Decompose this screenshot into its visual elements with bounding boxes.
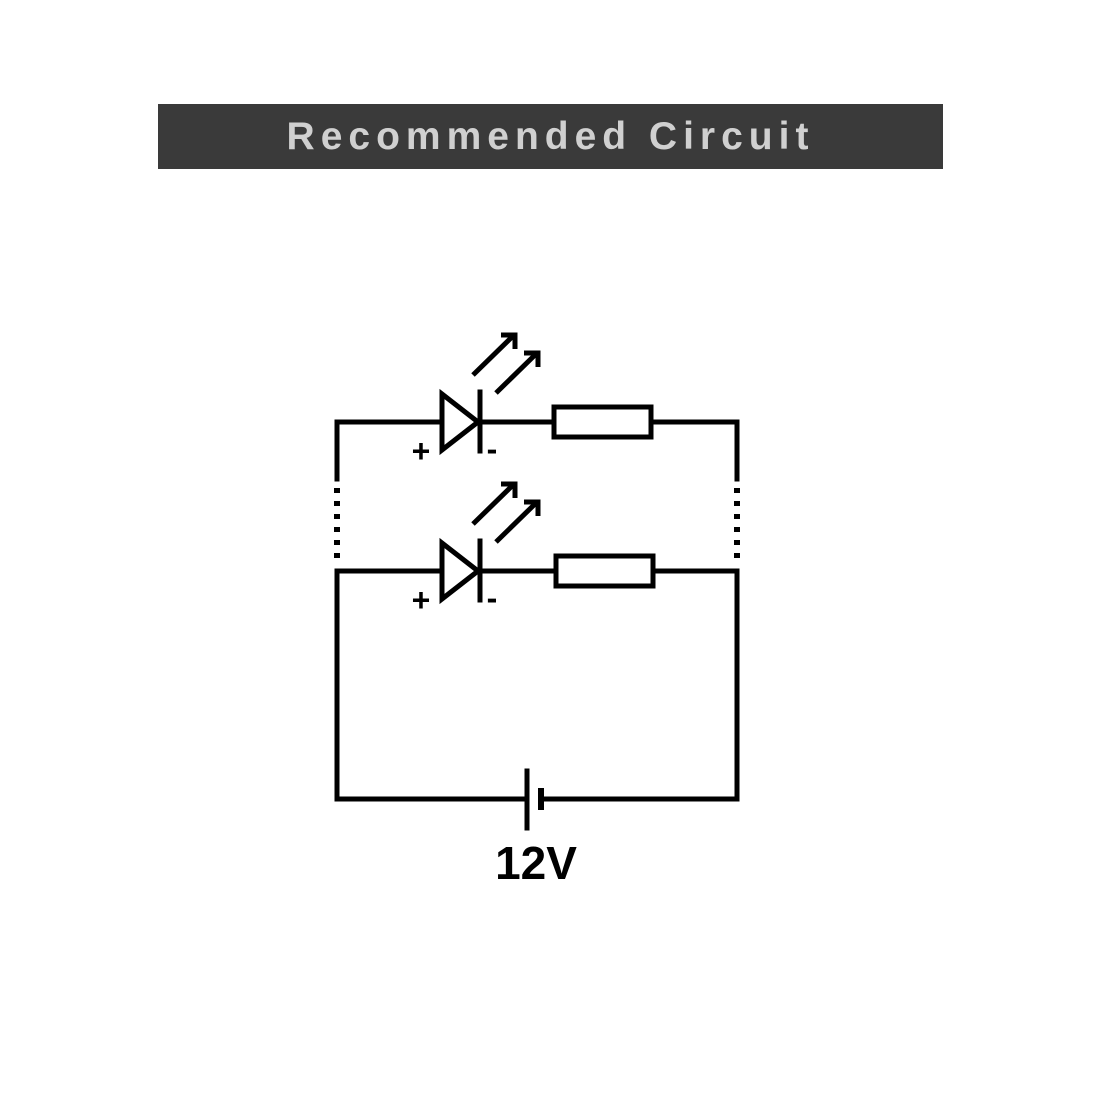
led-triangle xyxy=(439,537,483,605)
resistor-icon xyxy=(551,404,654,440)
bottom-left-wire xyxy=(334,568,527,802)
battery-voltage-label: 12V xyxy=(495,837,577,889)
led-branch-1: + - xyxy=(334,332,740,469)
resistor-icon xyxy=(553,553,656,589)
led-branch-2: + - xyxy=(334,481,740,618)
arrow-head xyxy=(524,350,541,367)
battery-icon xyxy=(524,768,544,831)
led-triangle xyxy=(439,388,483,456)
arrow-shaft xyxy=(494,351,539,395)
arrow-head xyxy=(501,481,518,498)
led-minus-label: - xyxy=(487,580,498,616)
bottom-right-wire xyxy=(540,568,740,802)
arrow-shaft xyxy=(471,333,516,377)
led-plus-label: + xyxy=(412,433,431,469)
light-emission-arrows-icon xyxy=(471,332,541,395)
arrow-shaft xyxy=(471,482,516,526)
led-minus-label: - xyxy=(487,431,498,467)
led-icon xyxy=(439,537,483,605)
led-icon xyxy=(439,388,483,456)
header-title: Recommended Circuit xyxy=(286,114,815,158)
header-bar: Recommended Circuit xyxy=(158,104,943,169)
arrow-head xyxy=(524,499,541,516)
arrow-shaft xyxy=(494,500,539,544)
light-emission-arrows-icon xyxy=(471,481,541,544)
led-plus-label: + xyxy=(412,582,431,618)
arrow-head xyxy=(501,332,518,349)
